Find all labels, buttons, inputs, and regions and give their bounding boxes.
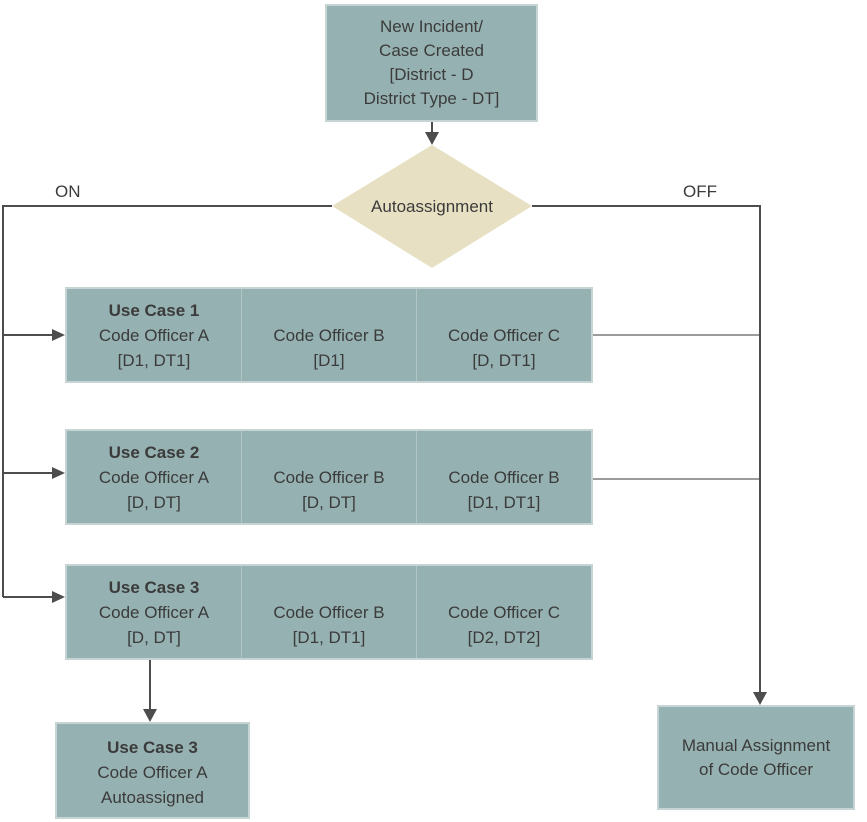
officer-name: Code Officer A xyxy=(98,603,210,622)
arrow-down-icon xyxy=(753,692,767,705)
use-case-2-node: Use Case 2 Code Officer A [D, DT] Code O… xyxy=(65,429,593,525)
officer-criteria: [D1] xyxy=(313,351,345,370)
officer-name: Code Officer B xyxy=(273,603,385,622)
result-node-officer: Code Officer A xyxy=(97,763,208,782)
officer-criteria: [D, DT] xyxy=(127,493,181,512)
use-case-3-officer-1: Use Case 3 Code Officer A [D, DT] xyxy=(67,566,241,658)
arrow-down-icon xyxy=(425,132,439,145)
arrow-down-icon xyxy=(143,709,157,722)
use-case-title: Use Case 2 xyxy=(108,443,200,462)
branch-label-on: ON xyxy=(55,182,81,201)
use-case-3-officer-3: Code Officer C [D2, DT2] xyxy=(416,566,591,658)
officer-criteria: [D2, DT2] xyxy=(467,628,541,647)
officer-name: Code Officer B xyxy=(273,468,385,487)
decision-node-label: Autoassignment xyxy=(332,145,532,268)
officer-name: Code Officer A xyxy=(98,468,210,487)
use-case-1-officer-2: Code Officer B [D1] xyxy=(241,289,416,381)
arrow-right-icon xyxy=(52,329,65,341)
use-case-2-officer-2: Code Officer B [D, DT] xyxy=(241,431,416,523)
use-case-1-officer-3: Code Officer C [D, DT1] xyxy=(416,289,591,381)
officer-name: Code Officer A xyxy=(98,326,210,345)
officer-criteria: [D, DT] xyxy=(127,628,181,647)
spacer xyxy=(242,440,416,465)
use-case-1-officer-1: Use Case 1 Code Officer A [D1, DT1] xyxy=(67,289,241,381)
officer-name: Code Officer B xyxy=(448,468,560,487)
result-node: Use Case 3 Code Officer A Autoassigned xyxy=(55,722,250,819)
off-branch-line xyxy=(532,205,761,693)
manual-assignment-node: Manual Assignment of Code Officer xyxy=(657,705,855,810)
start-node-text: New Incident/ Case Created [District - D… xyxy=(363,17,500,108)
spacer xyxy=(242,575,416,600)
use-case-3-node: Use Case 3 Code Officer A [D, DT] Code O… xyxy=(65,564,593,660)
result-node-status: Autoassigned xyxy=(100,788,205,807)
result-node-title: Use Case 3 xyxy=(107,738,198,757)
arrow-right-icon xyxy=(52,591,65,603)
use-case-1-node: Use Case 1 Code Officer A [D1, DT1] Code… xyxy=(65,287,593,383)
use-case-title: Use Case 3 xyxy=(108,578,200,597)
officer-criteria: [D, DT1] xyxy=(472,351,536,370)
arrow-right-icon xyxy=(52,467,65,479)
use-case-2-officer-1: Use Case 2 Code Officer A [D, DT] xyxy=(67,431,241,523)
officer-criteria: [D1, DT1] xyxy=(292,628,366,647)
officer-name: Code Officer C xyxy=(447,603,561,622)
officer-criteria: [D1, DT1] xyxy=(467,493,541,512)
branch-label-off: OFF xyxy=(683,182,717,201)
spacer xyxy=(417,575,591,600)
officer-name: Code Officer C xyxy=(447,326,561,345)
manual-assignment-text: Manual Assignment of Code Officer xyxy=(681,735,831,779)
use-case-2-officer-3: Code Officer B [D1, DT1] xyxy=(416,431,591,523)
on-branch-line xyxy=(2,205,332,597)
decision-diamond xyxy=(332,145,532,268)
use-case-3-officer-2: Code Officer B [D1, DT1] xyxy=(241,566,416,658)
spacer xyxy=(417,298,591,323)
spacer xyxy=(417,440,591,465)
decision-node-text: Autoassignment xyxy=(371,196,493,216)
officer-criteria: [D1, DT1] xyxy=(117,351,191,370)
officer-name: Code Officer B xyxy=(273,326,385,345)
spacer xyxy=(242,298,416,323)
start-node: New Incident/ Case Created [District - D… xyxy=(325,4,538,122)
use-case-title: Use Case 1 xyxy=(108,301,200,320)
officer-criteria: [D, DT] xyxy=(302,493,356,512)
